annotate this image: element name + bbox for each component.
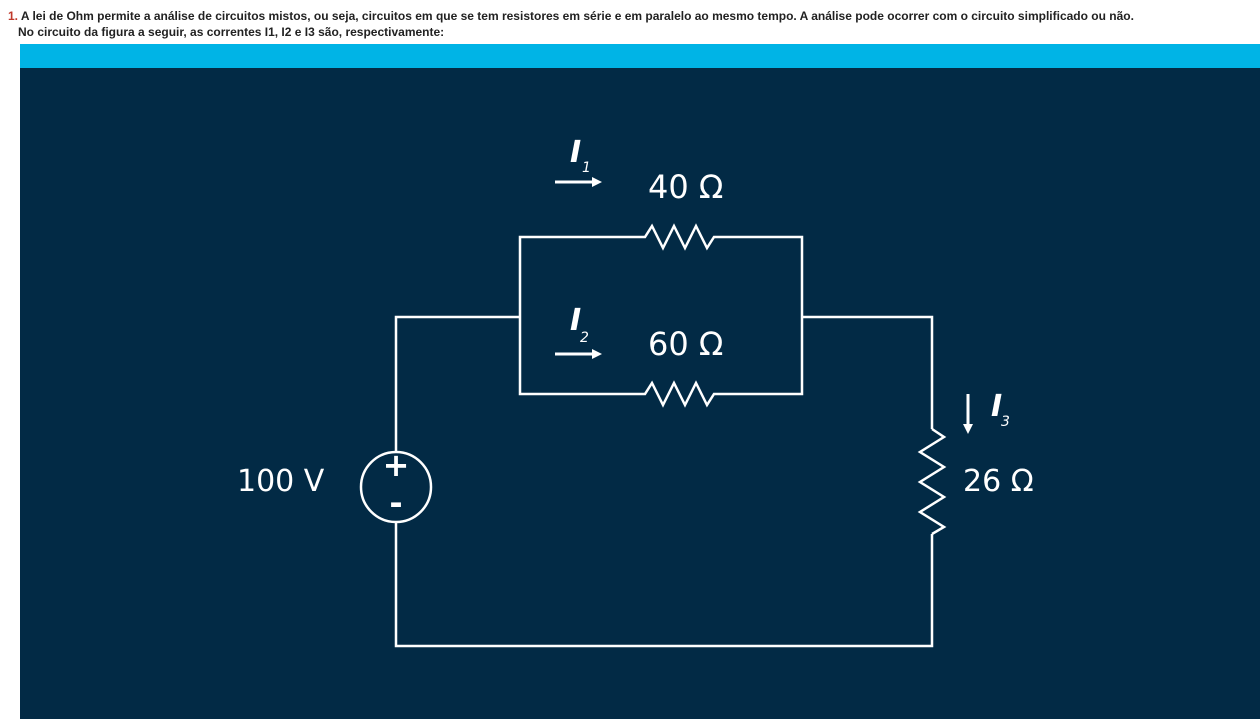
wire-bottom xyxy=(394,522,934,648)
current-i2-label: I xyxy=(570,303,581,338)
current-i3-label: I xyxy=(991,389,1002,424)
current-i3-subscript: 3 xyxy=(1001,414,1010,430)
resistor-60-label: 60 Ω xyxy=(648,325,723,363)
source-minus-sign: - xyxy=(389,484,402,522)
wire-branch-top xyxy=(518,223,804,317)
circuit-figure: + - 100 V 40 Ω 60 Ω 26 Ω I 1 I 2 I 3 xyxy=(20,44,1260,719)
wire-right xyxy=(802,315,934,429)
question-statement: A lei de Ohm permite a análise de circui… xyxy=(20,9,1134,23)
resistor-26-zigzag xyxy=(917,427,947,536)
source-voltage-label: 100 V xyxy=(237,464,325,499)
resistor-40-label: 40 Ω xyxy=(648,168,723,206)
question-line-2: No circuito da figura a seguir, as corre… xyxy=(18,25,445,39)
figure-top-bar xyxy=(20,44,1260,68)
circuit-diagram: + - 100 V 40 Ω 60 Ω 26 Ω I 1 I 2 I 3 xyxy=(237,135,1034,648)
resistor-26-label: 26 Ω xyxy=(963,464,1034,499)
question-text: 1. A lei de Ohm permite a análise de cir… xyxy=(8,8,1248,40)
question-number: 1. xyxy=(8,9,19,23)
current-i1-label: I xyxy=(570,135,581,170)
voltage-source-circle xyxy=(359,450,433,524)
current-i1-subscript: 1 xyxy=(582,160,591,176)
wire-branch-bottom xyxy=(518,317,804,408)
current-i2-subscript: 2 xyxy=(580,330,589,346)
question-line-1: 1. A lei de Ohm permite a análise de cir… xyxy=(8,8,1248,24)
source-plus-sign: + xyxy=(383,446,410,484)
wire-left xyxy=(394,315,520,452)
